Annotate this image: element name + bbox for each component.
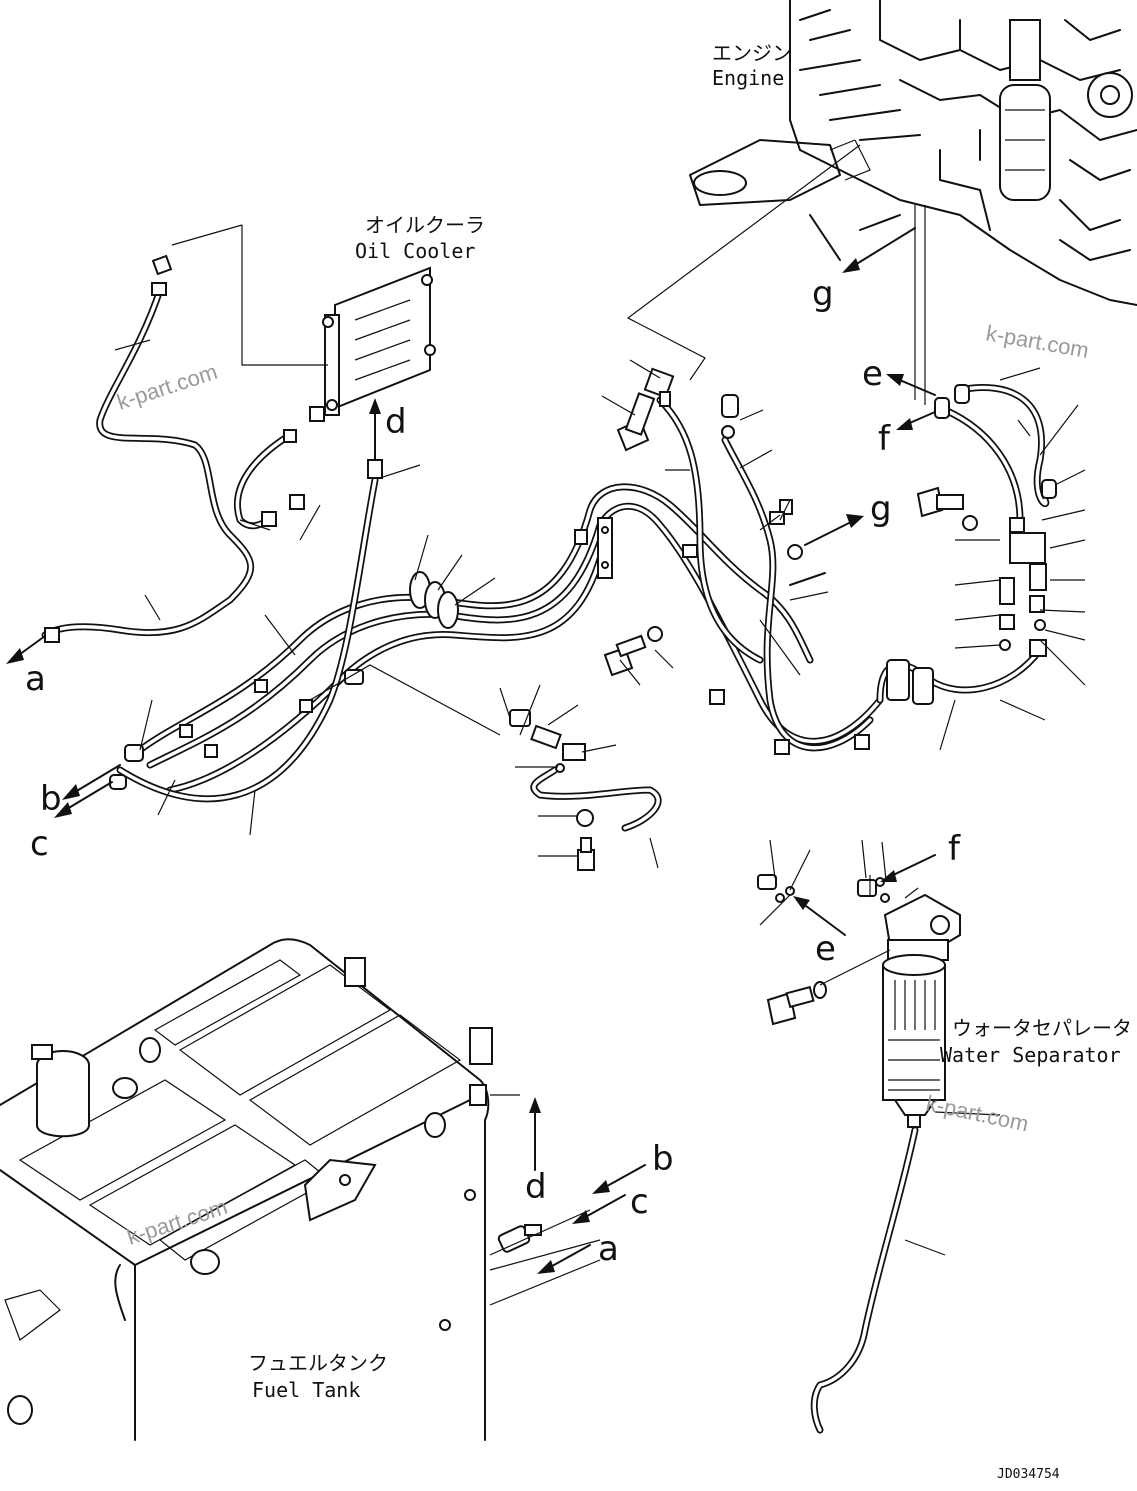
- fittings: [44, 254, 1057, 871]
- water-separator-label-jp: ウォータセパレータ: [952, 1016, 1132, 1040]
- callout-leaders: [114, 339, 1086, 1256]
- connection-letter-g-top: g: [812, 274, 834, 314]
- connection-arrows: [6, 227, 936, 1274]
- engine-label-en: Engine: [712, 66, 784, 90]
- fuel-tank-drawing: [0, 938, 601, 1441]
- oil-cooler-label-en: Oil Cooler: [355, 239, 475, 263]
- connection-letter-b-left: b: [40, 779, 62, 819]
- fuel-tank-label-jp: フュエルタンク: [248, 1351, 388, 1375]
- connection-letter-c-bottom: c: [630, 1182, 649, 1222]
- fuel-tank-label-en: Fuel Tank: [252, 1378, 360, 1402]
- connection-letter-f-top: f: [878, 419, 891, 459]
- connection-letter-a-bottom: a: [598, 1229, 619, 1269]
- water-separator-label-en: Water Separator: [940, 1043, 1121, 1067]
- connection-letter-f-bottom: f: [948, 829, 961, 869]
- connection-letter-b-bottom: b: [652, 1139, 674, 1179]
- watermark: k-part.com: [114, 359, 221, 415]
- oil-cooler-drawing: [171, 224, 436, 416]
- connection-letter-g-mid: g: [870, 489, 892, 529]
- connection-letter-c-left: c: [30, 824, 49, 864]
- watermark: k-part.com: [924, 1090, 1031, 1136]
- engine-label-jp: エンジン: [712, 41, 792, 65]
- connection-letter-e-bottom: e: [815, 929, 836, 969]
- drawing-code: JD034754: [997, 1467, 1060, 1482]
- oil-cooler-label-jp: オイルクーラ: [365, 213, 485, 237]
- watermark: k-part.com: [984, 320, 1091, 363]
- connection-letter-a-left: a: [25, 659, 46, 699]
- watermark: k-part.com: [124, 1194, 231, 1250]
- connection-letter-d-bottom: d: [525, 1167, 547, 1207]
- connection-letter-e-top: e: [862, 354, 883, 394]
- water-separator-drawing: [757, 874, 961, 1128]
- fuel-hoses: [41, 286, 1050, 1434]
- connection-letter-d-top: d: [385, 402, 407, 442]
- engine-drawing: [626, 0, 1137, 405]
